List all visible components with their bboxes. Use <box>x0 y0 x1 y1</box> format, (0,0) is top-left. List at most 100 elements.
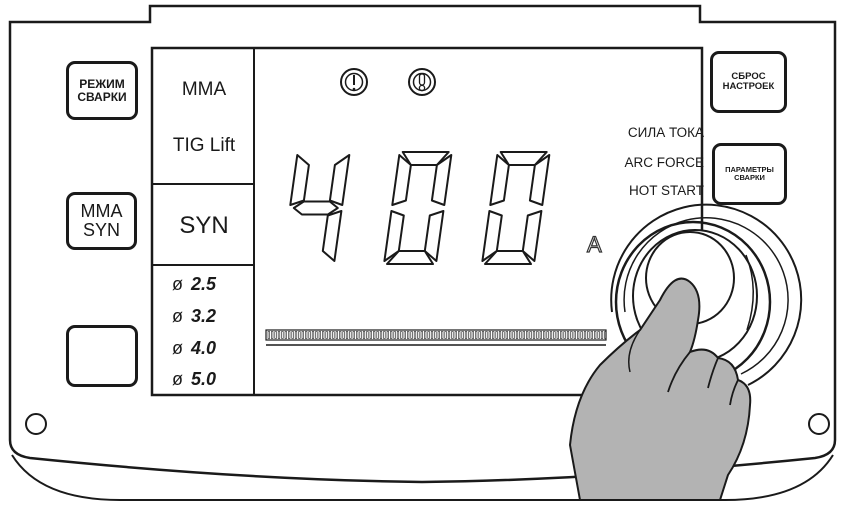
bar-graph-segment <box>311 331 315 339</box>
bar-graph-segment <box>468 331 471 339</box>
bar-graph-segment <box>359 331 362 339</box>
welding-mode-label-2: СВАРКИ <box>77 89 127 104</box>
bar-graph-segment <box>566 331 570 339</box>
bar-graph-segment <box>386 331 389 339</box>
bar-graph-segment <box>498 331 502 339</box>
bar-graph-segment <box>291 331 294 339</box>
mount-hole-right <box>808 413 830 435</box>
bar-graph-segment <box>301 331 304 339</box>
bar-graph-segment <box>390 331 393 339</box>
bar-graph-segment <box>274 331 277 339</box>
bar-graph-segment <box>577 331 580 339</box>
bar-graph-segment <box>437 331 440 339</box>
diameter-symbol: ø <box>172 369 183 389</box>
bar-graph-segment <box>604 331 607 339</box>
bar-graph-segment <box>570 331 573 339</box>
bar-graph-segment <box>332 331 335 339</box>
bar-graph-segment <box>539 331 542 339</box>
param-hot-start: HOT START <box>628 183 704 198</box>
bar-graph-segment <box>454 331 457 339</box>
digit-segment-c <box>423 210 445 262</box>
bar-graph-segment <box>379 331 383 339</box>
bar-graph-segment <box>277 331 281 339</box>
exclamation-icon <box>340 68 368 96</box>
bar-graph-segment <box>553 331 556 339</box>
bar-graph-segment <box>444 331 447 339</box>
digit-segment-g <box>292 200 339 216</box>
digit-segment-f <box>391 154 412 206</box>
current-unit: A <box>586 231 602 257</box>
bar-graph-segment <box>597 331 600 339</box>
bar-graph-segment <box>519 331 522 339</box>
bar-graph-segment <box>492 331 495 339</box>
thermometer-icon <box>408 68 436 96</box>
welding-mode-label-1: РЕЖИМ <box>79 76 125 91</box>
digit-segment-c <box>521 210 543 262</box>
bar-graph-segment <box>441 331 444 339</box>
bar-graph-segment <box>529 331 532 339</box>
diameter-value: 2.5 <box>191 274 217 294</box>
bar-graph-segment <box>600 331 604 339</box>
bar-graph-segment <box>556 331 559 339</box>
digit-segment-d <box>386 250 434 265</box>
bar-graph-segment <box>322 331 325 339</box>
digit-segment-b <box>528 154 551 206</box>
bar-graph-segment <box>522 331 525 339</box>
diameter-symbol: ø <box>172 274 183 294</box>
digit <box>289 154 351 262</box>
bar-graph-segment <box>356 331 359 339</box>
bar-graph-segment <box>424 331 427 339</box>
bar-graph-segment <box>594 331 597 339</box>
bar-graph-segment <box>546 331 549 339</box>
bar-graph-segment <box>485 331 488 339</box>
bar-graph-segment <box>512 331 515 339</box>
bar-graph-segment <box>543 331 546 339</box>
digit-segment-b <box>328 154 351 206</box>
bar-graph-segment <box>413 331 417 339</box>
bar-graph-segment <box>328 331 332 339</box>
electrode-diameter-button[interactable] <box>66 325 138 387</box>
hand-pointer-icon <box>568 277 752 501</box>
bar-graph-segment <box>505 331 508 339</box>
bar-graph-segment <box>417 331 420 339</box>
bar-graph-segment <box>403 331 406 339</box>
bar-graph-segment <box>420 331 423 339</box>
bar-graph-segment <box>288 331 291 339</box>
diameter-symbol: ø <box>172 338 183 358</box>
bar-graph-segment <box>502 331 505 339</box>
digit <box>383 151 453 265</box>
bar-graph-segment <box>267 331 270 339</box>
bar-graph-segment <box>352 331 355 339</box>
bar-graph-segment <box>481 331 485 339</box>
bar-graph-segment <box>281 331 284 339</box>
mma-syn-label-2: SYN <box>82 220 120 240</box>
bar-graph-segment <box>410 331 413 339</box>
reset-label-2: НАСТРОЕК <box>722 81 775 92</box>
bar-graph-segment <box>366 331 369 339</box>
bar-graph-segment <box>515 331 519 339</box>
bar-graph-segment <box>318 331 321 339</box>
bar-graph-segment <box>434 331 437 339</box>
bar-graph-segment <box>526 331 529 339</box>
mode-mma: MMA <box>181 79 227 100</box>
bar-graph-segment <box>587 331 590 339</box>
bar-graph-segment <box>345 331 349 339</box>
mount-hole-left <box>25 413 47 435</box>
bar-graph-segment <box>509 331 512 339</box>
bar-graph-segment <box>563 331 566 339</box>
bar-graph-segment <box>573 331 576 339</box>
bar-graph-segment <box>475 331 478 339</box>
bar-graph-segment <box>396 331 400 339</box>
params-label-1: ПАРАМЕТРЫ <box>725 165 774 175</box>
bar-graph-segment <box>294 331 298 339</box>
diameter-value: 3.2 <box>191 306 217 326</box>
bar-graph-segment <box>590 331 593 339</box>
bar-graph-segment <box>583 331 587 339</box>
